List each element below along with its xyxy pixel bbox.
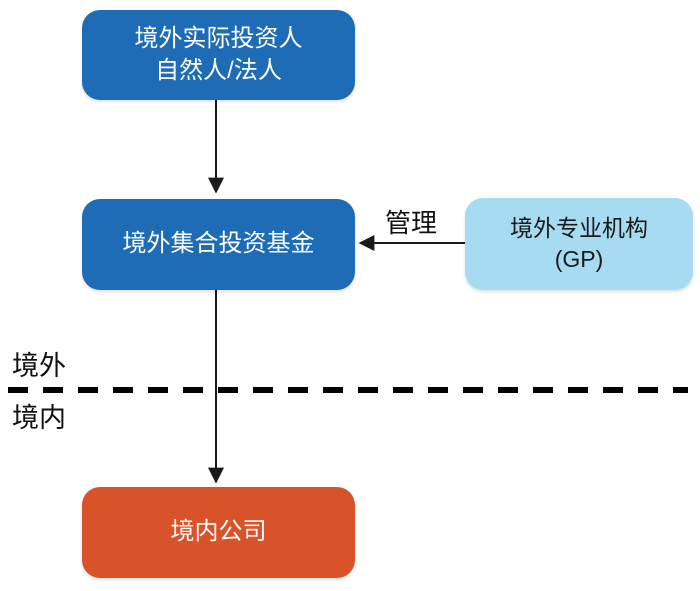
node-domestic-company-label: 境内公司 (170, 518, 267, 546)
boundary-label-domestic: 境内 (12, 403, 66, 433)
boundary-label-overseas: 境外 (12, 351, 66, 381)
node-overseas-investor-label-line2: 自然人/法人 (155, 57, 282, 84)
node-overseas-investor: 境外实际投资人 自然人/法人 (82, 10, 355, 100)
node-overseas-gp: 境外专业机构 (GP) (465, 198, 693, 290)
node-overseas-fund-label: 境外集合投资基金 (122, 230, 315, 258)
node-overseas-gp-label-line1: 境外专业机构 (510, 214, 648, 241)
node-domestic-company: 境内公司 (82, 487, 355, 578)
manage-edge-label: 管理 (384, 208, 437, 238)
node-overseas-investor-label-line1: 境外实际投资人 (134, 24, 303, 52)
node-overseas-fund: 境外集合投资基金 (82, 199, 355, 290)
node-overseas-gp-label-line2: (GP) (554, 246, 604, 272)
